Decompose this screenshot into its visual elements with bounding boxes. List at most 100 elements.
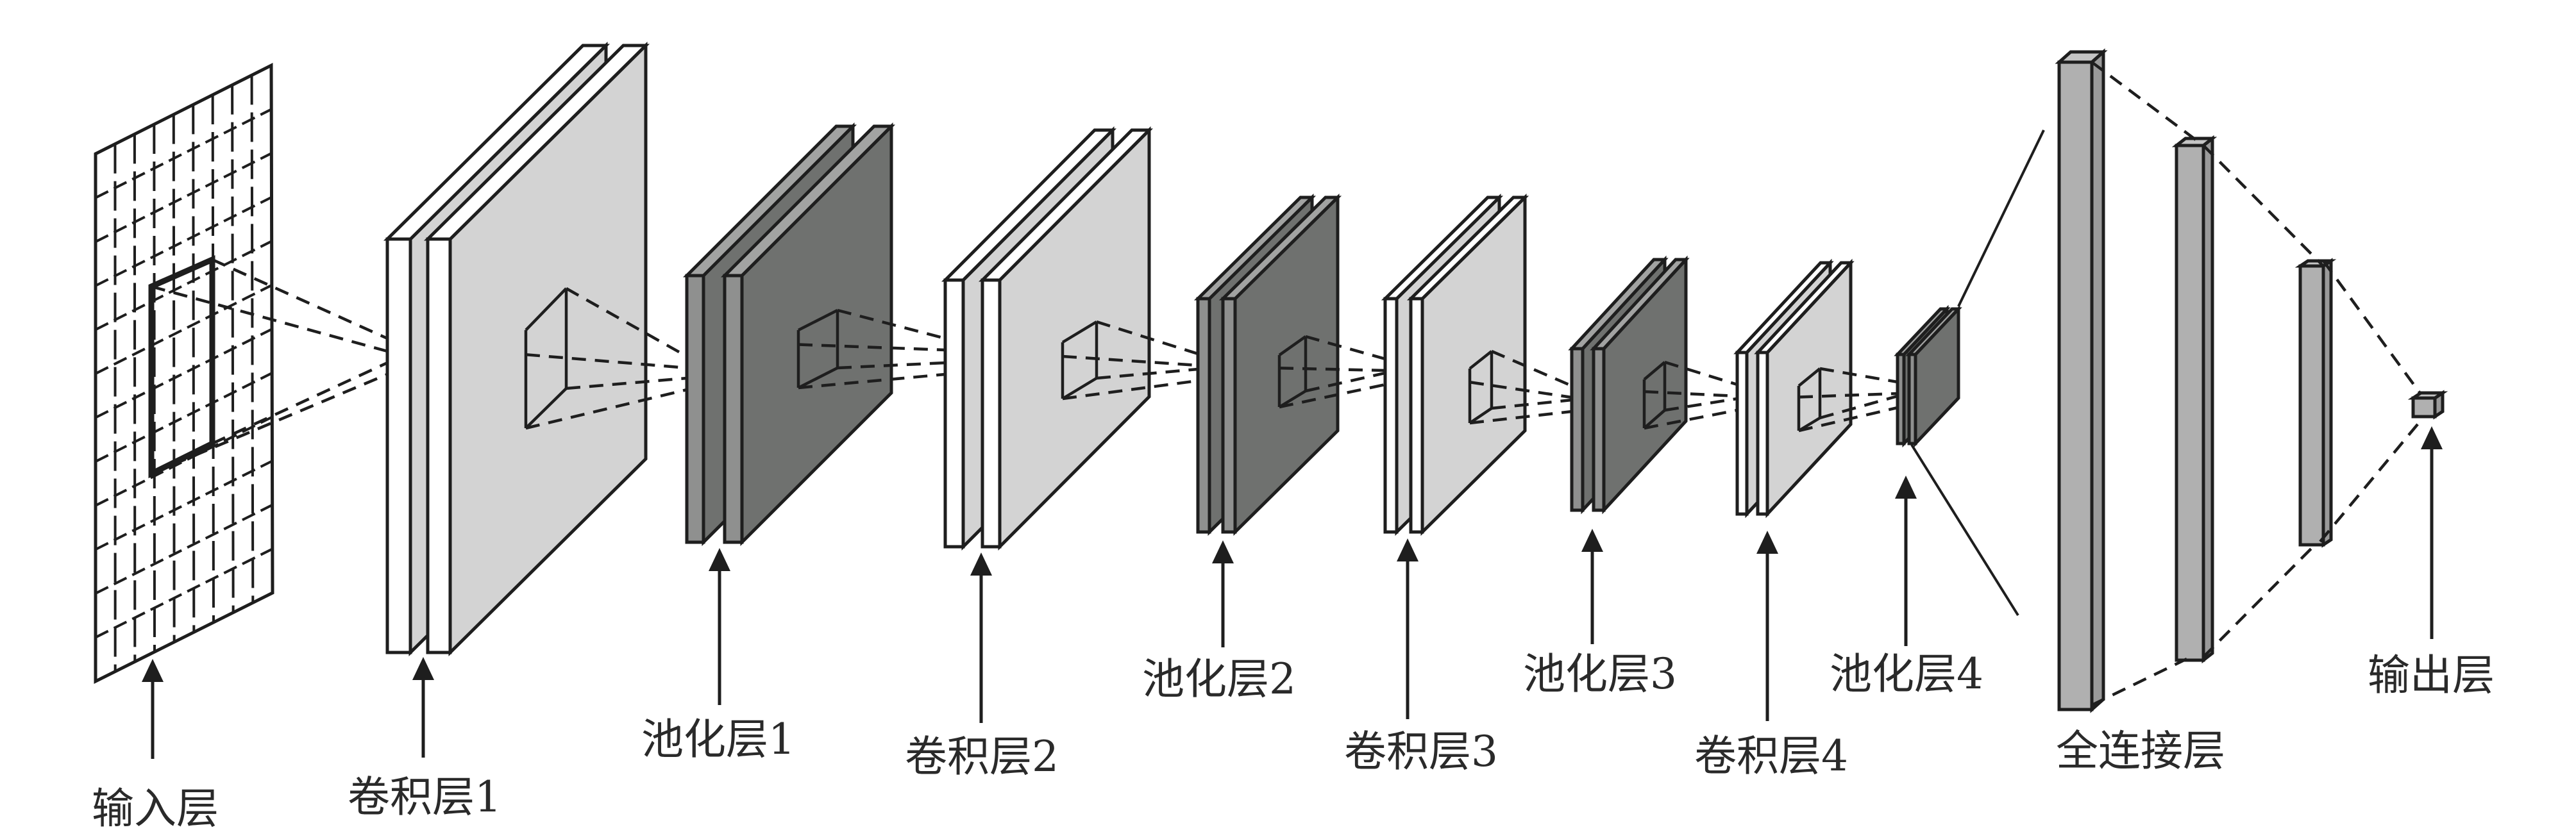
conv1-projection-line — [525, 388, 687, 430]
fc2-column — [2171, 135, 2218, 664]
input-grid-line — [95, 328, 273, 419]
fc-dashed-line — [2322, 260, 2422, 395]
input-grid-line — [95, 460, 273, 551]
label-pool2: 池化层2 — [1142, 654, 1296, 704]
conv1-projection-line — [566, 376, 687, 390]
pool3-arrow — [1581, 529, 1603, 644]
pool1-projection-line — [837, 361, 946, 370]
input-grid-line — [95, 152, 273, 243]
pool4-slab-2-front-face — [1907, 353, 1917, 445]
label-fc: 全连接层 — [2056, 726, 2225, 776]
fc1-side-face — [2090, 48, 2105, 713]
label-conv1: 卷积层1 — [348, 772, 501, 822]
conv2-kernel-cube — [1061, 320, 1099, 400]
label-conv3: 卷积层3 — [1344, 727, 1498, 776]
conv3-projection-line — [1491, 349, 1572, 388]
pool1-kernel-edge — [797, 366, 839, 390]
conv4-block — [1733, 258, 1855, 519]
pool3-arrow-head — [1581, 529, 1603, 552]
pool2-arrow — [1212, 540, 1234, 647]
pool2-projection-line — [1305, 335, 1386, 361]
pool1-slab-2-front-face — [723, 274, 744, 544]
input-projection-line — [212, 361, 388, 445]
conv4-kernel-edge — [1797, 367, 1821, 387]
input-grid-line — [95, 195, 273, 287]
pool1-projection-line — [798, 343, 946, 352]
pool1-block — [682, 122, 896, 547]
conv4-projection-line — [1819, 367, 1898, 384]
conv2-projection-line — [1096, 367, 1199, 380]
pool2-projection-line — [1279, 367, 1386, 372]
conv2-arrow-head — [970, 552, 992, 576]
conv4-projection-line — [1798, 392, 1898, 399]
conv2-kernel-edge — [1061, 377, 1098, 400]
pool3-kernel-edge — [1643, 409, 1666, 429]
flatten-line-bottom — [1910, 444, 2019, 617]
conv1-slab-2-front-face — [426, 237, 452, 654]
pool1-arrow — [709, 548, 730, 705]
pool3-slab-2-front-face — [1592, 347, 1606, 512]
pool3-projection-line — [1644, 408, 1738, 430]
label-pool1: 池化层1 — [641, 715, 795, 764]
input-grid-line — [95, 240, 273, 331]
input-grid-line — [95, 415, 273, 507]
pool3-projection-line — [1644, 390, 1738, 398]
pool4-block — [1894, 304, 1962, 448]
pool4-arrow — [1895, 476, 1917, 646]
fc1-front-face — [2057, 60, 2094, 711]
output-arrow — [2421, 426, 2443, 639]
pool3-kernel-edge — [1643, 361, 1666, 381]
pool2-projection-line — [1279, 383, 1386, 409]
fc3-front-face — [2298, 264, 2325, 547]
conv1-slab-1-front-face — [385, 237, 412, 654]
layer-shapes — [94, 42, 2448, 713]
label-pool3: 池化层3 — [1523, 649, 1677, 699]
conv2-projection-line — [1096, 320, 1199, 356]
conv2-slab-2-front-face — [981, 278, 1002, 549]
fc-dashed-line — [2202, 144, 2325, 267]
fc3-column — [2294, 258, 2337, 548]
label-pool4: 池化层4 — [1830, 649, 1983, 699]
pool1-arrow-head — [709, 548, 730, 571]
input-grid-line — [95, 108, 273, 199]
conv1-kernel-edge — [525, 287, 568, 331]
conv2-kernel-edge — [1061, 320, 1098, 344]
fc-dashed-line — [2202, 544, 2316, 658]
input-arrow-head — [142, 659, 164, 682]
input-projection-line — [212, 258, 388, 340]
input-grid-line — [95, 284, 273, 375]
input-grid-line — [95, 504, 273, 595]
conv1-arrow-head — [412, 657, 434, 680]
conv4-arrow — [1756, 531, 1778, 721]
conv2-arrow — [970, 552, 992, 723]
pool4-slab-1-front-face — [1896, 353, 1906, 445]
pool1-kernel-cube — [796, 308, 839, 390]
conv4-projection-line — [1798, 406, 1898, 433]
conv3-kernel-edge — [1469, 407, 1493, 424]
conv3-slab-1-front-face — [1383, 297, 1399, 534]
pool1-kernel-edge — [797, 308, 839, 332]
pool2-arrow-head — [1212, 540, 1234, 563]
label-conv4: 卷积层4 — [1694, 731, 1848, 781]
input-grid-border — [94, 62, 274, 685]
layer-labels: 输入层 卷积层1 池化层1 卷积层2 池化层2 卷积层3 池化层3 卷积层4 池… — [92, 649, 2495, 833]
pool1-projection-line — [837, 308, 946, 340]
pool1-projection-line — [798, 372, 946, 390]
fc-dashed-line — [2319, 415, 2425, 543]
output-node-front-face — [2411, 396, 2437, 419]
pool2-slab-2-front-face — [1221, 297, 1237, 534]
output-node-column — [2407, 390, 2448, 420]
pool1-slab-1-front-face — [685, 274, 705, 544]
pool2-projection-line — [1305, 371, 1386, 393]
conv1-arrow — [412, 657, 434, 758]
pool4-arrow-head — [1895, 476, 1917, 499]
fc1-column — [2055, 48, 2108, 713]
pool3-slab-1-front-face — [1570, 347, 1585, 512]
input-grid-line — [95, 372, 273, 463]
conv3-projection-line — [1469, 381, 1572, 399]
conv3-projection-line — [1469, 410, 1572, 425]
conv3-kernel-edge — [1469, 350, 1493, 370]
conv3-arrow-head — [1397, 538, 1418, 561]
conv1-kernel-cube — [524, 287, 568, 429]
